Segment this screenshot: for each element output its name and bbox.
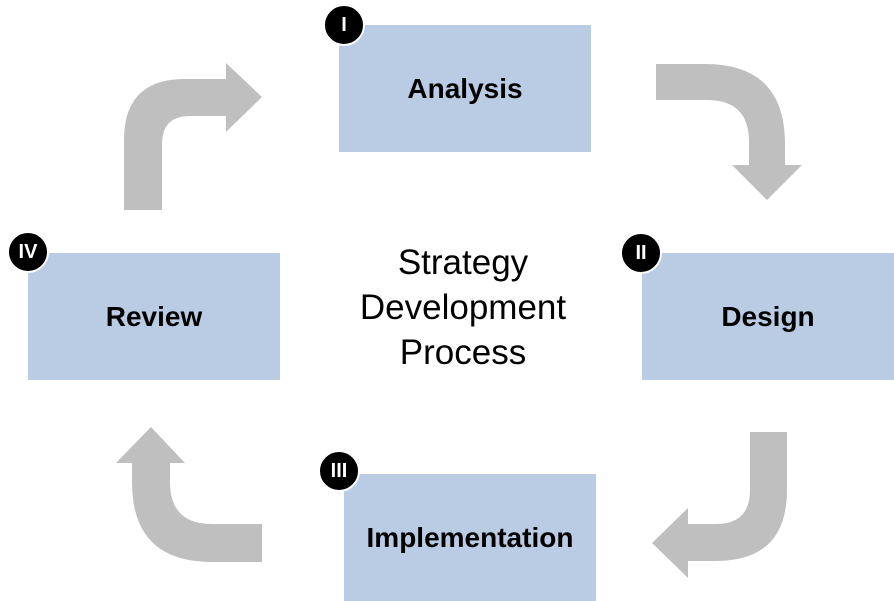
step-box-design: Design	[642, 253, 894, 380]
step-number-badge-review: IV	[7, 231, 49, 273]
step-label-review: Review	[105, 300, 203, 332]
step-number-badge-analysis: I	[323, 4, 365, 46]
step-number-badge-implementation: III	[318, 450, 360, 492]
step-box-review: Review	[28, 253, 280, 380]
badge-label-analysis: I	[341, 14, 347, 36]
diagram-title: Strategy Development Process	[300, 240, 626, 375]
step-label-analysis: Analysis	[407, 72, 523, 104]
step-number-badge-design: II	[620, 232, 662, 274]
badge-label-implementation: III	[330, 460, 348, 482]
diagram-title-line-3: Process	[399, 333, 527, 372]
arrow-design-to-implementation-icon	[652, 432, 787, 578]
step-box-analysis: Analysis	[339, 25, 591, 152]
diagram-title-line-2: Development	[359, 288, 567, 327]
step-label-implementation: Implementation	[366, 521, 574, 553]
badge-label-review: IV	[18, 241, 38, 263]
diagram-title-line-1: Strategy	[397, 243, 529, 282]
badge-label-design: II	[635, 242, 647, 264]
arrow-review-to-analysis-icon	[124, 63, 262, 210]
arrow-implementation-to-review-icon	[116, 427, 262, 562]
arrow-analysis-to-design-icon	[656, 64, 802, 200]
step-box-implementation: Implementation	[344, 474, 596, 601]
step-label-design: Design	[721, 300, 815, 332]
